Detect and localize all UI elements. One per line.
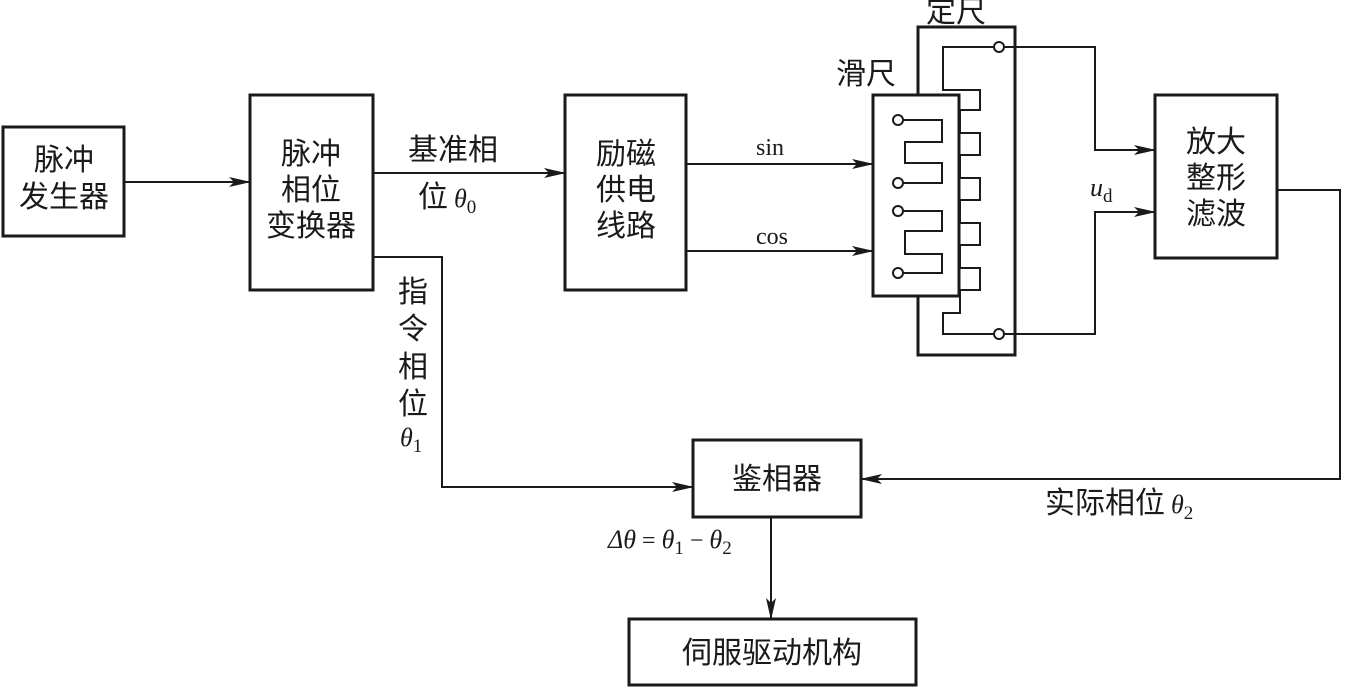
phase-shifter-block: 脉冲 相位 变换器 <box>248 93 375 292</box>
svg-text:令: 令 <box>398 312 428 347</box>
svg-text:励磁: 励磁 <box>596 137 656 172</box>
ud-to-amplifier <box>1004 207 1156 335</box>
svg-text:伺服驱动机构: 伺服驱动机构 <box>682 636 862 671</box>
svg-text:变换器: 变换器 <box>266 209 356 244</box>
svg-text:相: 相 <box>398 350 428 385</box>
svg-text:脉冲: 脉冲 <box>281 137 341 172</box>
ud-label: ud <box>1090 173 1113 207</box>
svg-text:放大: 放大 <box>1186 125 1246 160</box>
excitation-supply-block: 励磁 供电 线路 <box>563 93 688 292</box>
svg-text:基准相: 基准相 <box>408 133 498 168</box>
svg-text:指: 指 <box>398 275 428 310</box>
svg-text:鉴相器: 鉴相器 <box>732 462 822 497</box>
svg-text:相位: 相位 <box>281 173 341 208</box>
svg-text:位θ0: 位θ0 <box>418 180 476 218</box>
slider-terminal-1 <box>892 114 904 126</box>
svg-text:整形: 整形 <box>1186 161 1246 196</box>
fixed-scale-terminal-top <box>993 41 1005 53</box>
actual-phase-feedback <box>860 189 1341 484</box>
svg-text:发生器: 发生器 <box>19 180 109 215</box>
sin-label: sin <box>756 135 784 161</box>
pulse-generator-block: 脉冲 发生器 <box>1 125 126 238</box>
phase-error-formula: Δθ = θ1 − θ2 <box>607 525 732 559</box>
svg-text:供电: 供电 <box>596 173 656 208</box>
svg-text:滤波: 滤波 <box>1186 197 1246 232</box>
slider-terminal-3 <box>892 205 904 217</box>
servo-drive-block: 伺服驱动机构 <box>627 617 918 687</box>
command-phase-label: 指 令 相 位 θ1 <box>398 275 428 457</box>
fixed-scale-terminal-bottom <box>993 328 1005 340</box>
slider-label: 滑尺 <box>836 57 896 92</box>
slider-terminal-4 <box>892 267 904 279</box>
svg-text:θ1: θ1 <box>400 423 422 457</box>
fixed-scale-label: 定尺 <box>926 0 986 30</box>
phase-detector-block: 鉴相器 <box>691 438 863 519</box>
command-phase-line <box>373 256 694 492</box>
fixed-scale-top-to-amplifier <box>1004 46 1156 155</box>
slider-terminal-2 <box>892 177 904 189</box>
svg-text:线路: 线路 <box>596 209 656 244</box>
amplifier-filter-block: 放大 整形 滤波 <box>1153 93 1279 260</box>
cos-label: cos <box>756 224 788 250</box>
svg-text:脉冲: 脉冲 <box>34 143 94 178</box>
slider: 滑尺 <box>836 57 961 298</box>
svg-text:位: 位 <box>398 387 428 422</box>
